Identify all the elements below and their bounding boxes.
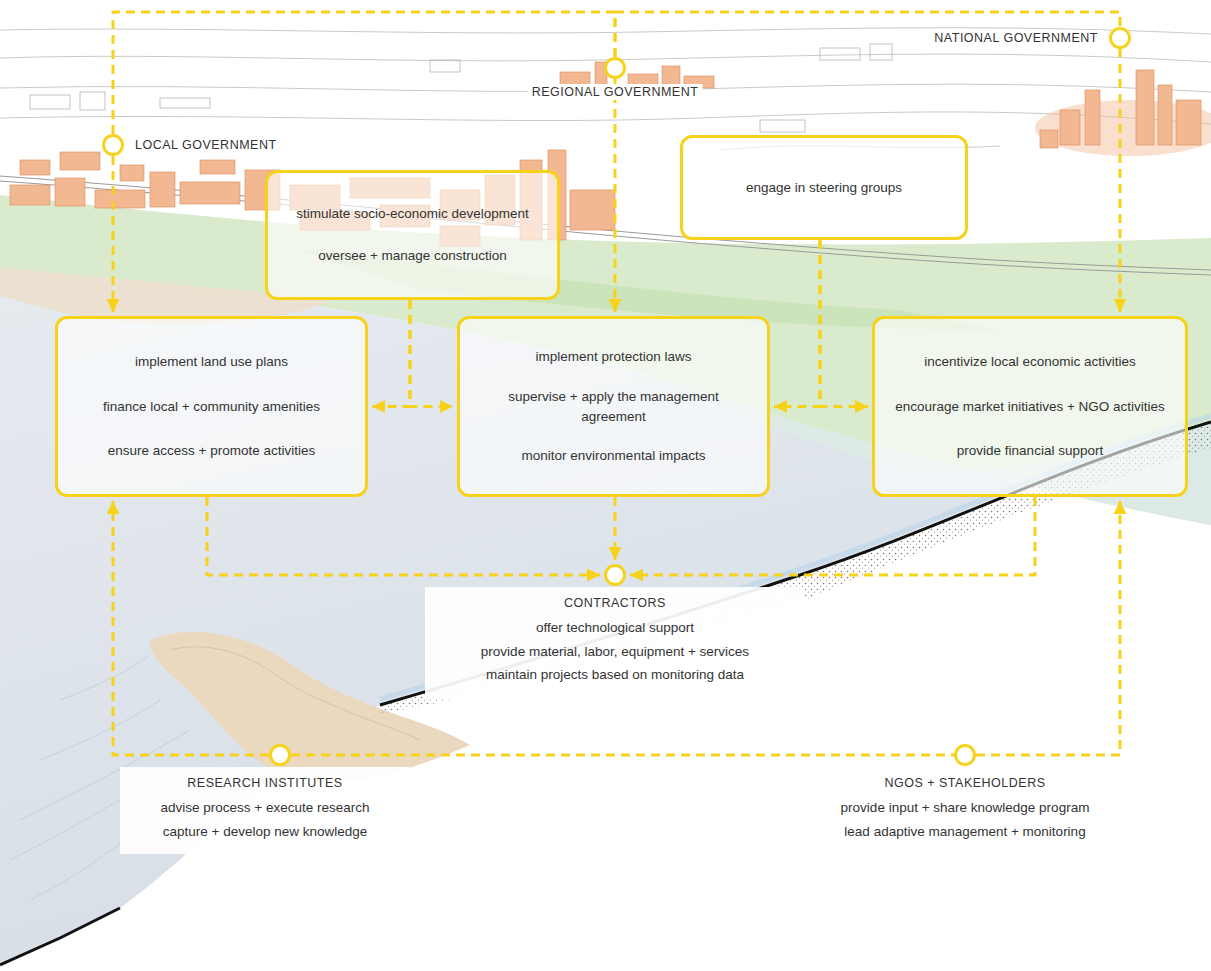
role-text: provide financial support [957, 441, 1103, 461]
actor-node: NGOS + STAKEHOLDERSprovide input + share… [954, 744, 976, 766]
actor-node: LOCAL GOVERNMENT [102, 134, 124, 156]
dashed-connector [207, 497, 600, 575]
dashed-connector [976, 501, 1120, 755]
role-text: finance local + community amenities [103, 397, 320, 417]
actor-role-text: provide input + share knowledge program [805, 799, 1125, 817]
dashed-connector [614, 497, 617, 560]
actor-role-text: advise process + execute research [130, 799, 400, 817]
dashed-connector [372, 300, 410, 407]
dashed-connector [291, 754, 954, 757]
role-box: implement protection laws supervise + app… [457, 316, 770, 497]
actor-role-text: maintain projects based on monitoring da… [435, 666, 795, 684]
actor-role-text: lead adaptive management + monitoring [805, 823, 1125, 841]
dashed-connector [630, 497, 1035, 575]
actor-node: RESEARCH INSTITUTESadvise process + exec… [269, 744, 291, 766]
role-text: monitor environmental impacts [522, 446, 706, 466]
actor-heading: REGIONAL GOVERNMENT [532, 85, 699, 99]
role-box: stimulate socio-economic development over… [265, 170, 560, 300]
role-text: ensure access + promote activities [108, 441, 315, 461]
dashed-connector [1119, 49, 1122, 312]
actor-role-text: capture + develop new knowledge [130, 823, 400, 841]
dashed-connector [113, 501, 269, 755]
caption-panel: NGOS + STAKEHOLDERS provide input + share… [795, 767, 1135, 854]
dashed-connector [112, 156, 115, 312]
actor-heading: NGOS + STAKEHOLDERS [805, 775, 1125, 791]
role-box: engage in steering groups [680, 135, 968, 240]
actor-heading: LOCAL GOVERNMENT [135, 138, 277, 152]
dashed-connector [113, 12, 615, 134]
caption-panel: CONTRACTORS offer technological support pr… [425, 587, 805, 698]
actor-label: LOCAL GOVERNMENT [131, 137, 281, 153]
role-text: implement land use plans [135, 352, 288, 372]
actor-label: REGIONAL GOVERNMENT [528, 84, 703, 100]
role-box: implement land use plans finance local + … [55, 316, 368, 497]
caption-panel: RESEARCH INSTITUTES advise process + exec… [120, 767, 410, 854]
role-box: incentivize local economic activities enc… [872, 316, 1188, 497]
role-text: engage in steering groups [746, 178, 902, 198]
actor-label: NATIONAL GOVERNMENT [930, 30, 1102, 46]
dashed-connector [615, 12, 1120, 57]
role-text: encourage market initiatives + NGO activ… [895, 397, 1165, 417]
role-text: implement protection laws [535, 347, 691, 367]
actor-role-text: provide material, labor, equipment + ser… [435, 643, 795, 661]
dashed-connector [774, 240, 820, 407]
role-text: supervise + apply the management agreeme… [476, 387, 751, 426]
actor-heading: NATIONAL GOVERNMENT [934, 31, 1098, 45]
actor-node: REGIONAL GOVERNMENT [604, 57, 626, 79]
role-text: oversee + manage construction [318, 246, 507, 266]
dashed-connector [410, 300, 453, 407]
dashed-connector [820, 240, 868, 407]
dashed-connector [614, 79, 617, 312]
role-text: incentivize local economic activities [924, 352, 1136, 372]
actor-node: CONTRACTORSoffer technological supportpr… [604, 564, 626, 586]
actor-heading: CONTRACTORS [435, 595, 795, 611]
actor-heading: RESEARCH INSTITUTES [130, 775, 400, 791]
actor-node: NATIONAL GOVERNMENT [1109, 27, 1131, 49]
actor-role-text: offer technological support [435, 619, 795, 637]
role-text: stimulate socio-economic development [296, 204, 529, 224]
